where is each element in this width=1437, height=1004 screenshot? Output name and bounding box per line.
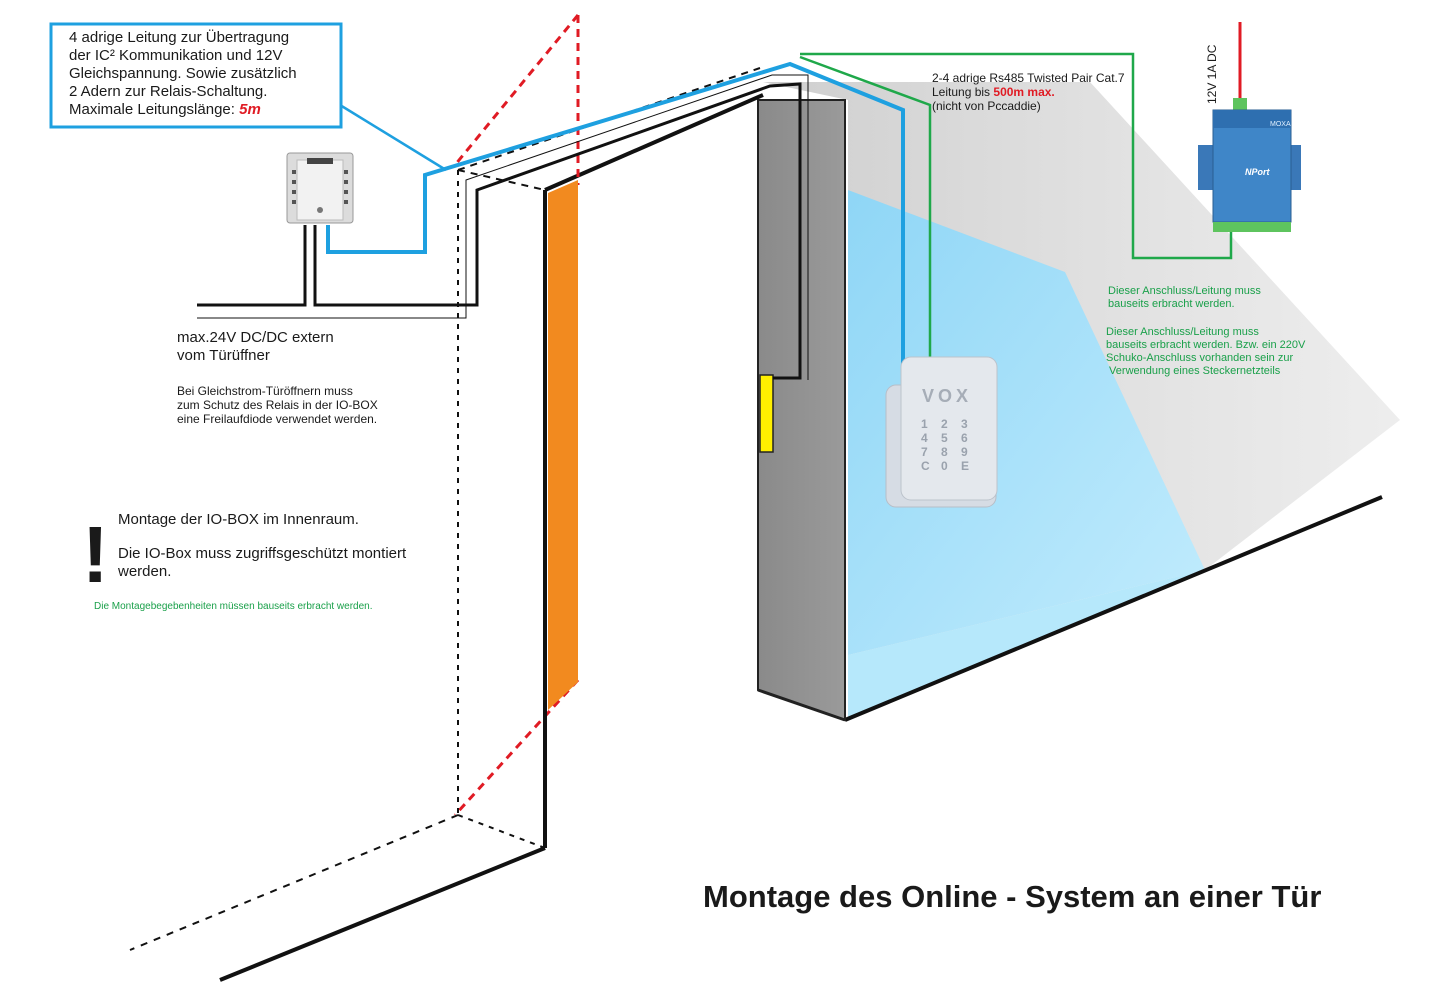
power-label: 12V 1A DC: [1205, 44, 1219, 104]
blue-cable: [326, 61, 905, 386]
floor-dashed-2: [129, 814, 459, 951]
door-frame-bottom: [757, 688, 846, 722]
moxa-model: NPort: [1245, 167, 1271, 177]
moxa-brand: MOXA: [1270, 121, 1291, 128]
floor-line-left: [219, 846, 546, 982]
warning-line-1: Montage der IO-BOX im Innenraum.: [118, 511, 359, 528]
callout-length-value: 5m: [239, 101, 261, 118]
callout-leader: [339, 103, 447, 172]
diode-note-line-3: eine Freilaufdiode verwendet werden.: [177, 412, 377, 426]
rs485-length-value: 500m max.: [993, 85, 1054, 99]
keypad-key: C: [921, 459, 930, 473]
warning-line-2: Die IO-Box muss zugriffsgeschützt montie…: [118, 545, 407, 562]
green-footer-note: Die Montagebegebenheiten müssen bauseits…: [94, 601, 373, 612]
rs485-line-2: Leitung bis 500m max.: [932, 85, 1055, 99]
moxa-device: MOXA NPort: [1198, 98, 1301, 232]
callout-line-3: Gleichspannung. Sowie zusätzlich: [69, 65, 297, 82]
floor-line-right: [844, 495, 1383, 722]
green-cable-2: [800, 52, 1233, 260]
rs485-line-3: (nicht von Pccaddie): [932, 99, 1041, 113]
red-dashed-diag-top: [453, 14, 580, 166]
keypad-key: 8: [941, 445, 948, 459]
warning-icon: !: [82, 510, 109, 599]
keypad-key: 6: [961, 431, 968, 445]
thin-cable: [197, 74, 809, 380]
green-note-1-line-1: Dieser Anschluss/Leitung muss: [1108, 285, 1261, 297]
callout-length-label: Maximale Leitungslänge:: [69, 101, 239, 118]
keypad-key: E: [961, 459, 969, 473]
green-note-2-line-1: Dieser Anschluss/Leitung muss: [1106, 326, 1259, 338]
keypad-key: 0: [941, 459, 948, 473]
green-note-2-line-4: Verwendung eines Steckernetzteils: [1106, 365, 1281, 377]
green-note-1-line-2: bauseits erbracht werden.: [1108, 298, 1235, 310]
callout-line-5: Maximale Leitungslänge: 5m: [69, 101, 261, 118]
diode-note-line-2: zum Schutz des Relais in der IO-BOX: [177, 398, 378, 412]
black-cable-2: [313, 82, 802, 380]
green-note-2-line-3: Schuko-Anschluss vorhanden sein zur: [1106, 352, 1293, 364]
rs485-length-label: Leitung bis: [932, 85, 993, 99]
diagram-title: Montage des Online - System an einer Tür: [703, 879, 1321, 914]
keypad-key: 4: [921, 431, 928, 445]
door-opener: [759, 374, 774, 453]
keypad-key: 5: [941, 431, 948, 445]
power-note-line-2: vom Türüffner: [177, 347, 270, 364]
green-cable-1: [799, 55, 932, 368]
orange-strike-plate: [548, 180, 578, 710]
io-box: [286, 152, 354, 224]
warning-line-3: werden.: [117, 563, 171, 580]
green-note-2-line-2: bauseits erbracht werden. Bzw. ein 220V: [1106, 339, 1306, 351]
callout-line-1: 4 adrige Leitung zur Übertragung: [69, 28, 289, 46]
keypad-key: 1: [921, 417, 928, 431]
rs485-line-1: 2-4 adrige Rs485 Twisted Pair Cat.7: [932, 71, 1125, 85]
keypad-key: 9: [961, 445, 968, 459]
power-note-line-1: max.24V DC/DC extern: [177, 329, 334, 346]
keypad-key: 2: [941, 417, 948, 431]
keypad-key: 7: [921, 445, 928, 459]
diode-note-line-1: Bei Gleichstrom-Türöffnern muss: [177, 384, 353, 398]
black-cable-1: [197, 225, 307, 307]
frame-top-solid: [544, 93, 764, 192]
wall-surface-blue: [848, 190, 1205, 655]
floor-dashed-1: [457, 814, 546, 849]
red-dashed-diag-bottom: [453, 678, 580, 817]
callout-line-4: 2 Adern zur Relais-Schaltung.: [69, 83, 267, 100]
keypad-key: 3: [961, 417, 968, 431]
keypad-logo: VOX: [922, 386, 972, 406]
callout-box: [49, 22, 343, 129]
callout-line-2: der IC² Kommunikation und 12V: [69, 47, 282, 64]
